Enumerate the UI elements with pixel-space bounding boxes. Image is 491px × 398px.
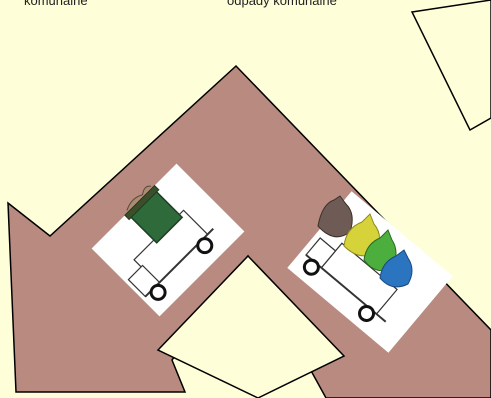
municipal-waste-label: odpady komunalne xyxy=(227,0,337,8)
blue-bag-icon xyxy=(379,249,413,288)
green-bin-icon xyxy=(124,184,184,244)
arrow-notch xyxy=(156,254,346,398)
upper-right-arrow-outline xyxy=(410,0,491,132)
dark-bag-icon xyxy=(317,195,353,238)
mixed-waste-label: komunalne xyxy=(24,0,88,8)
left-truck-icon xyxy=(91,163,245,317)
